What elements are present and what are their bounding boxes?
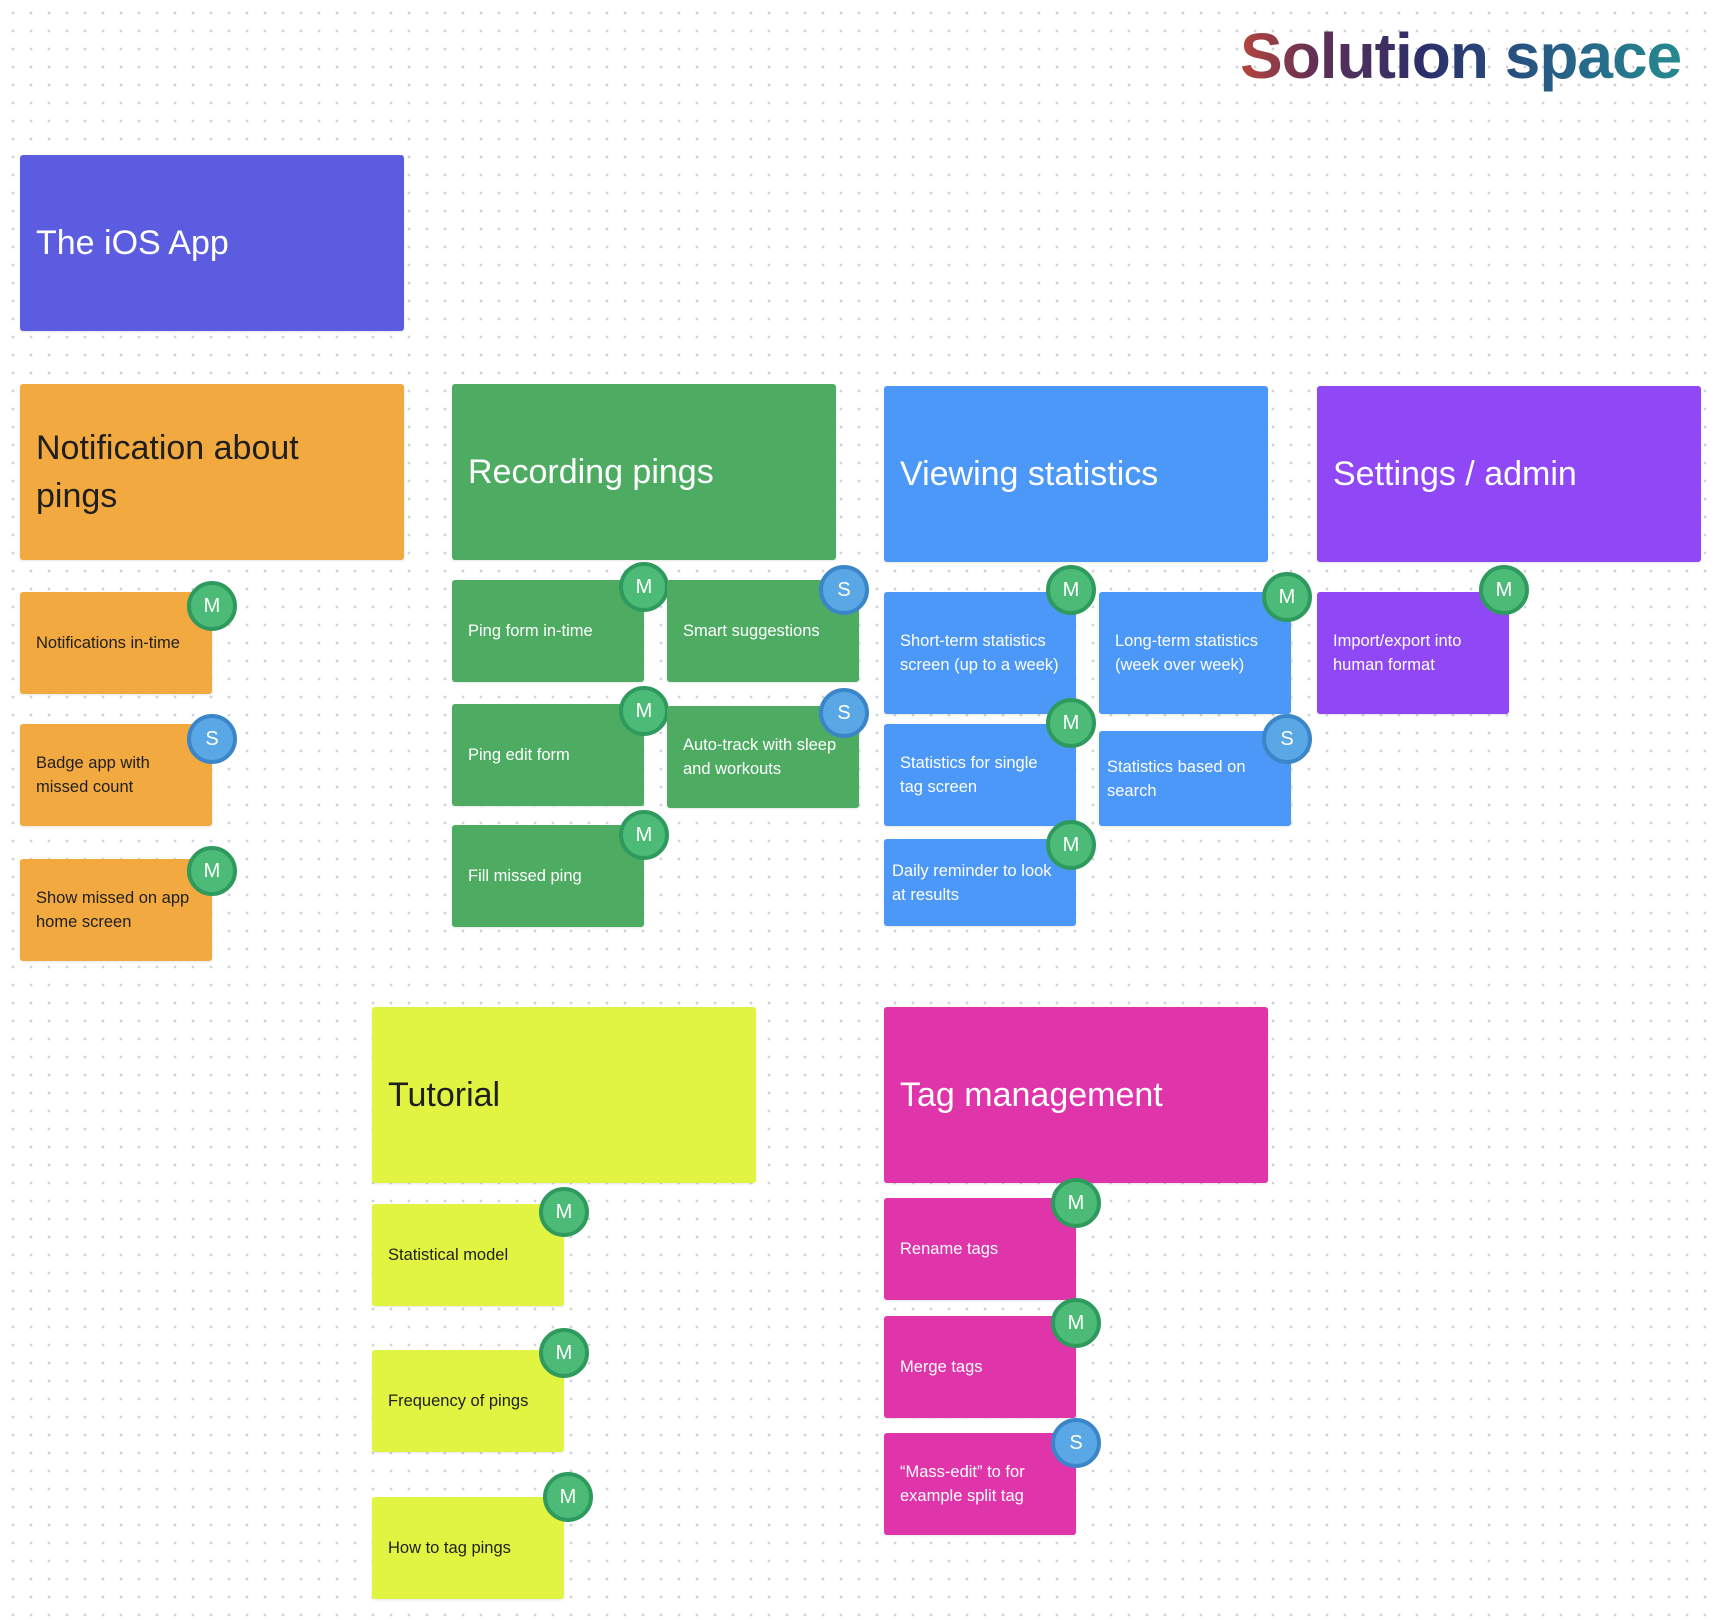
notification-header-card[interactable]: Notification about pings	[20, 384, 404, 560]
avatar-badge[interactable]: M	[1051, 1178, 1101, 1228]
avatar-badge[interactable]: M	[187, 846, 237, 896]
avatar-badge[interactable]: S	[187, 714, 237, 764]
sticky-text: Long-term statistics (week over week)	[1115, 632, 1259, 674]
tags-header-card[interactable]: Tag management	[884, 1007, 1268, 1183]
settings-sticky[interactable]: Import/export into human format	[1317, 592, 1509, 714]
avatar-badge[interactable]: S	[819, 688, 869, 738]
avatar-badge[interactable]: M	[1262, 572, 1312, 622]
avatar-badge[interactable]: M	[619, 686, 669, 736]
avatar-badge[interactable]: M	[543, 1472, 593, 1522]
statistics-sticky[interactable]: Short-term statistics screen (up to a we…	[884, 592, 1076, 714]
sticky-text: Statistical model	[388, 1246, 509, 1264]
sticky-text: Ping edit form	[468, 746, 570, 764]
recording-sticky[interactable]: Ping form in-time	[452, 580, 644, 682]
sticky-text: Auto-track with sleep and workouts	[683, 736, 837, 778]
recording-header-card[interactable]: Recording pings	[452, 384, 836, 560]
tags-sticky[interactable]: Merge tags	[884, 1316, 1076, 1418]
sticky-text: Smart suggestions	[683, 622, 820, 640]
tutorial-sticky[interactable]: How to tag pings	[372, 1497, 564, 1599]
recording-header-label: Recording pings	[468, 453, 714, 491]
tutorial-header-card[interactable]: Tutorial	[372, 1007, 756, 1183]
recording-sticky[interactable]: Ping edit form	[452, 704, 644, 806]
statistics-header-card[interactable]: Viewing statistics	[884, 386, 1268, 562]
settings-header-label: Settings / admin	[1333, 455, 1577, 493]
avatar-badge[interactable]: M	[539, 1187, 589, 1237]
sticky-text: “Mass-edit” to for example split tag	[900, 1463, 1025, 1505]
avatar-badge[interactable]: M	[1479, 565, 1529, 615]
recording-sticky[interactable]: Fill missed ping	[452, 825, 644, 927]
notification-sticky[interactable]: Badge app with missed count	[20, 724, 212, 826]
board-title: Solution space	[1240, 20, 1682, 92]
statistics-sticky[interactable]: Daily reminder to look at results	[884, 839, 1076, 926]
statistics-sticky[interactable]: Statistics for single tag screen	[884, 724, 1076, 826]
avatar-badge[interactable]: M	[539, 1328, 589, 1378]
statistics-header-label: Viewing statistics	[900, 455, 1159, 493]
sticky-text: Short-term statistics screen (up to a we…	[900, 632, 1059, 674]
sticky-text: Daily reminder to look at results	[892, 861, 1052, 904]
sticky-text: Statistics for single tag screen	[900, 754, 1038, 796]
statistics-sticky[interactable]: Long-term statistics (week over week)	[1099, 592, 1291, 714]
tags-header-label: Tag management	[900, 1076, 1163, 1114]
sticky-text: Show missed on app home screen	[36, 889, 190, 931]
sticky-text: Ping form in-time	[468, 622, 593, 640]
app-header-card[interactable]: The iOS App	[20, 155, 404, 331]
notification-sticky[interactable]: Show missed on app home screen	[20, 859, 212, 961]
notification-header-label: Notification about pings	[36, 429, 299, 515]
avatar-badge[interactable]: S	[1262, 714, 1312, 764]
avatar-badge[interactable]: M	[619, 562, 669, 612]
avatar-badge[interactable]: M	[1046, 698, 1096, 748]
sticky-text: Import/export into human format	[1333, 632, 1462, 674]
avatar-badge[interactable]: M	[619, 810, 669, 860]
avatar-badge[interactable]: S	[1051, 1418, 1101, 1468]
sticky-text: Statistics based on search	[1107, 757, 1246, 800]
sticky-text: Merge tags	[900, 1358, 983, 1376]
sticky-text: Rename tags	[900, 1240, 999, 1258]
sticky-text: Notifications in-time	[36, 634, 180, 652]
avatar-badge[interactable]: M	[187, 581, 237, 631]
app-header-label: The iOS App	[36, 224, 229, 262]
sticky-text: Badge app with missed count	[36, 754, 150, 796]
sticky-text: Frequency of pings	[388, 1392, 529, 1410]
statistics-sticky[interactable]: Statistics based on search	[1099, 731, 1291, 826]
avatar-badge[interactable]: S	[819, 565, 869, 615]
tags-sticky[interactable]: “Mass-edit” to for example split tag	[884, 1433, 1076, 1535]
notification-sticky[interactable]: Notifications in-time	[20, 592, 212, 694]
avatar-badge[interactable]: M	[1051, 1298, 1101, 1348]
avatar-badge[interactable]: M	[1046, 820, 1096, 870]
avatar-badge[interactable]: M	[1046, 565, 1096, 615]
tutorial-sticky[interactable]: Statistical model	[372, 1204, 564, 1306]
sticky-text: How to tag pings	[388, 1539, 511, 1557]
sticky-text: Fill missed ping	[468, 867, 582, 885]
tags-sticky[interactable]: Rename tags	[884, 1198, 1076, 1300]
tutorial-header-label: Tutorial	[388, 1076, 501, 1114]
settings-header-card[interactable]: Settings / admin	[1317, 386, 1701, 562]
tutorial-sticky[interactable]: Frequency of pings	[372, 1350, 564, 1452]
